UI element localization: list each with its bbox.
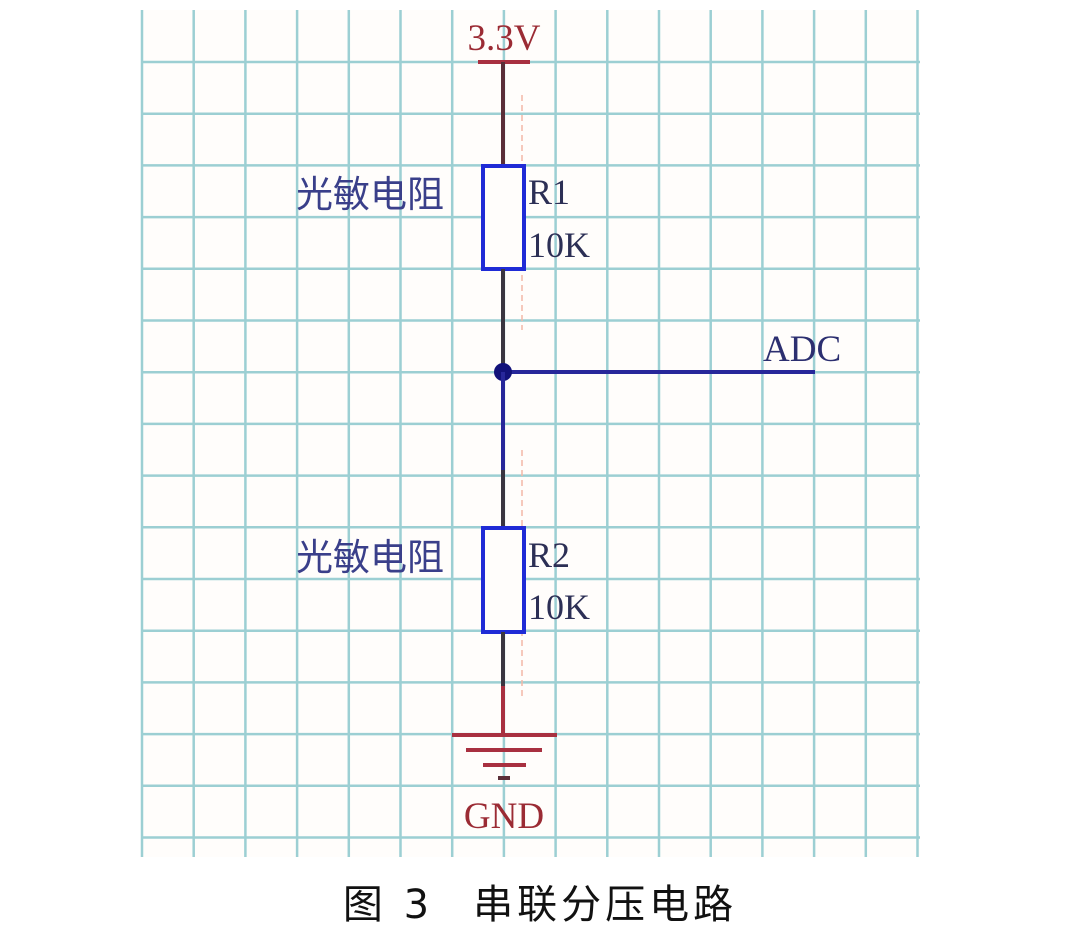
grid-background	[142, 10, 920, 857]
figure-title: 串联分压电路	[473, 882, 738, 928]
resistor-r1: 光敏电阻 R1 10K	[296, 164, 590, 271]
schematic-diagram: 3.3V 光敏电阻 R1 10K ADC 光敏电阻 R2 10K	[140, 10, 920, 857]
resistor-r2: 光敏电阻 R2 10K	[296, 526, 590, 634]
ground-symbol: GND	[452, 733, 557, 837]
figure-caption: 图 3 串联分压电路	[0, 872, 1080, 930]
r1-value: 10K	[528, 225, 590, 265]
figure-number: 图 3	[342, 882, 434, 928]
r1-description: 光敏电阻	[296, 173, 444, 216]
r2-ref: R2	[528, 535, 570, 575]
adc-label: ADC	[763, 329, 841, 370]
r2-description: 光敏电阻	[296, 536, 444, 579]
power-label: 3.3V	[468, 18, 541, 59]
ground-label: GND	[464, 796, 544, 837]
r1-ref: R1	[528, 172, 570, 212]
power-symbol: 3.3V	[468, 18, 541, 64]
r2-value: 10K	[528, 587, 590, 627]
